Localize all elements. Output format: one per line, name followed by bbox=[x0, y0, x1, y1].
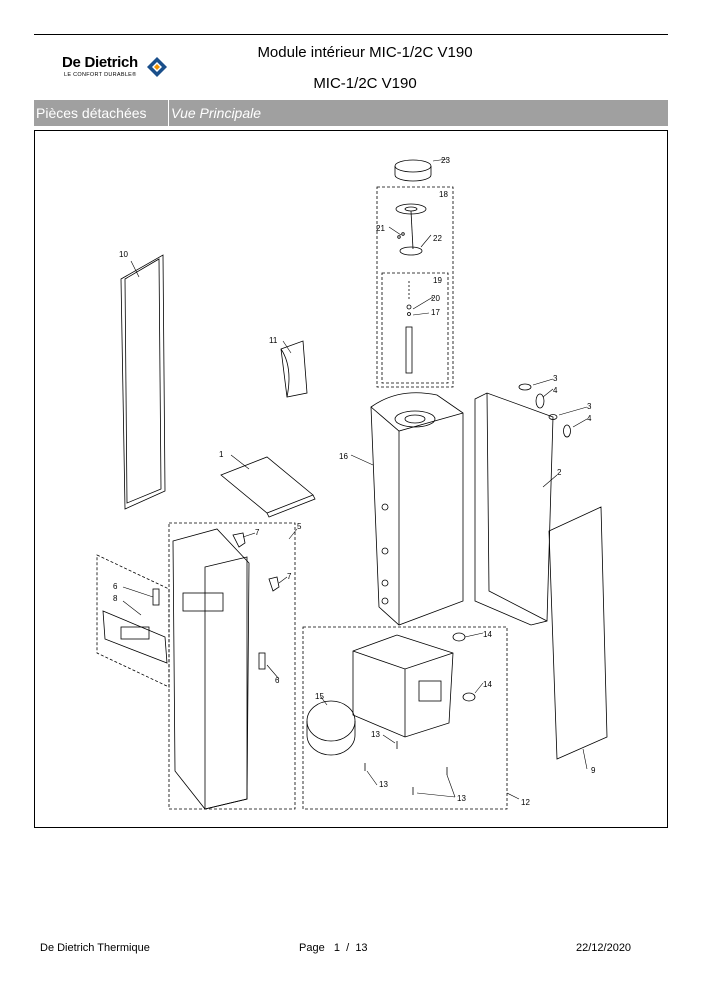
callout-6a: 6 bbox=[113, 582, 118, 591]
view-label: Vue Principale bbox=[171, 105, 262, 121]
document-title: Module intérieur MIC-1/2C V190 bbox=[257, 44, 473, 61]
callout-21: 21 bbox=[376, 224, 385, 233]
footer-date: 22/12/2020 bbox=[576, 942, 632, 954]
callout-2: 2 bbox=[557, 468, 562, 477]
callout-3b: 3 bbox=[587, 402, 592, 411]
page-total: 13 bbox=[355, 942, 368, 954]
group-12-box bbox=[302, 626, 508, 810]
callout-1: 1 bbox=[219, 450, 224, 459]
group-5-box bbox=[168, 522, 296, 810]
exploded-view-drawing: 23 18 21 22 19 20 17 10 11 1 16 3 4 3 4 … bbox=[96, 156, 608, 810]
page-number: 1 bbox=[333, 942, 340, 954]
brand-tagline: LE CONFORT DURABLE® bbox=[64, 72, 137, 78]
callout-4b: 4 bbox=[587, 414, 592, 423]
category-label: Pièces détachées bbox=[34, 100, 169, 126]
group-18-box bbox=[381, 272, 449, 384]
callout-5: 5 bbox=[297, 522, 302, 531]
callout-13b: 13 bbox=[379, 780, 388, 789]
callout-16: 16 bbox=[339, 452, 348, 461]
part-9-panel bbox=[548, 506, 608, 760]
callout-3a: 3 bbox=[553, 374, 558, 383]
callout-4a: 4 bbox=[553, 386, 558, 395]
part-15-vessel bbox=[306, 700, 356, 742]
callout-14a: 14 bbox=[483, 630, 492, 639]
brand-name: De Dietrich bbox=[62, 54, 138, 71]
part-12-frame bbox=[352, 634, 454, 738]
callout-8: 8 bbox=[113, 594, 118, 603]
page-label: Page bbox=[299, 942, 325, 954]
callout-22: 22 bbox=[433, 234, 442, 243]
brand-logo: De Dietrich LE CONFORT DURABLE® bbox=[62, 54, 172, 86]
part-10-panel bbox=[120, 254, 166, 510]
callout-13a: 13 bbox=[371, 730, 380, 739]
callout-18: 19 bbox=[433, 276, 442, 285]
part-8-display bbox=[102, 610, 168, 664]
callout-20: 20 bbox=[431, 294, 440, 303]
document-subtitle: MIC-1/2C V190 bbox=[313, 75, 417, 92]
callout-14b: 14 bbox=[483, 680, 492, 689]
part-2-shell bbox=[474, 392, 554, 626]
callout-19: 17 bbox=[431, 308, 440, 317]
callout-17: 18 bbox=[439, 190, 448, 199]
callout-7a: 7 bbox=[255, 528, 260, 537]
footer-page: Page 1 / 13 bbox=[299, 942, 368, 954]
callout-15: 15 bbox=[315, 692, 324, 701]
part-16-tank bbox=[370, 392, 464, 626]
callout-9: 9 bbox=[591, 766, 596, 775]
callout-13c: 13 bbox=[457, 794, 466, 803]
footer-company: De Dietrich Thermique bbox=[40, 942, 150, 954]
part-5-door bbox=[172, 528, 250, 810]
group-17-box bbox=[376, 186, 454, 388]
page-separator: / bbox=[346, 942, 350, 954]
callout-23: 23 bbox=[441, 156, 450, 165]
brand-diamond-icon bbox=[147, 57, 167, 77]
top-rule bbox=[34, 34, 668, 35]
callout-7b: 7 bbox=[287, 572, 292, 581]
callout-6b: 6 bbox=[275, 676, 280, 685]
group-8-box bbox=[96, 554, 170, 688]
exploded-view-diagram: 23 18 21 22 19 20 17 10 11 1 16 3 4 3 4 … bbox=[34, 130, 668, 828]
callout-11: 11 bbox=[269, 336, 278, 345]
part-1-tray bbox=[220, 456, 314, 514]
callout-12: 12 bbox=[521, 798, 530, 807]
section-bar: Pièces détachées Vue Principale bbox=[34, 100, 668, 126]
callout-10: 10 bbox=[119, 250, 128, 259]
